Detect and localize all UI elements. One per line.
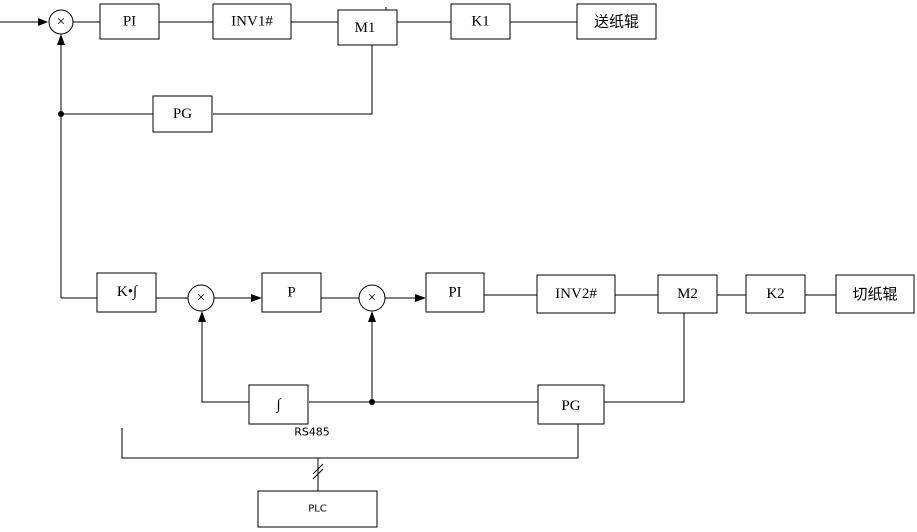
input-arrow-icon	[38, 18, 48, 26]
block-p-label: P	[287, 285, 295, 301]
block-pg-top: PG	[152, 95, 213, 133]
summing-junction-symbol: ×	[57, 14, 65, 30]
block-pi-top: PI	[99, 3, 160, 40]
integral-feedback-line	[201, 322, 249, 403]
m1-feedback-line	[213, 45, 373, 115]
block-integral-label: ∫	[275, 397, 282, 413]
block-k-integral-label: K•∫	[117, 284, 139, 300]
summing-junction-symbol: ×	[368, 290, 376, 306]
block-pg-bottom-label: PG	[561, 398, 580, 414]
block-inv1-label: INV1#	[231, 14, 273, 30]
rs485-label: RS485	[294, 426, 330, 439]
block-m1: M1	[337, 7, 398, 46]
block-k1-label: K1	[471, 14, 489, 30]
bus-slash-mark	[312, 468, 324, 480]
block-feed-roller: 送纸辊	[576, 3, 657, 40]
block-feed-roller-label: 送纸辊	[594, 13, 639, 31]
summing-junction-1: ×	[48, 9, 74, 35]
block-inv2: INV2#	[536, 274, 616, 314]
block-integral: ∫	[248, 384, 309, 425]
arrow-to-p-icon	[251, 294, 262, 302]
block-k-integral: K•∫	[96, 272, 157, 313]
block-pi-bottom: PI	[425, 272, 485, 313]
block-inv1: INV1#	[212, 3, 292, 40]
block-k2: K2	[745, 274, 806, 314]
block-p: P	[261, 272, 322, 313]
block-inv2-label: INV2#	[555, 286, 597, 302]
block-pg-bottom: PG	[537, 384, 605, 425]
block-m2: M2	[657, 274, 718, 314]
block-plc-label: PLC	[308, 504, 327, 515]
block-cut-roller: 切纸辊	[835, 274, 915, 314]
arrow-to-sum3-icon	[368, 311, 376, 322]
summing-junction-2: ×	[187, 284, 215, 312]
m2-feedback-line	[604, 313, 685, 403]
block-pi-bottom-label: PI	[448, 285, 461, 301]
summing-junction-3: ×	[358, 284, 386, 312]
summing-junction-symbol: ×	[197, 290, 205, 306]
block-plc: PLC	[257, 490, 378, 528]
block-m1-label: M1	[355, 20, 376, 36]
arrow-to-pi-icon	[415, 294, 426, 302]
feedback-arrow-icon	[57, 34, 65, 45]
block-pi-top-label: PI	[123, 14, 136, 30]
block-k1: K1	[450, 3, 511, 40]
arrow-to-sum2-icon	[198, 311, 206, 322]
block-m2-label: M2	[677, 286, 698, 302]
rs485-bus-line	[121, 424, 579, 459]
block-pg-top-label: PG	[173, 106, 192, 122]
block-k2-label: K2	[766, 286, 784, 302]
block-cut-roller-label: 切纸辊	[852, 285, 897, 303]
bus-slash-mark	[312, 463, 324, 475]
